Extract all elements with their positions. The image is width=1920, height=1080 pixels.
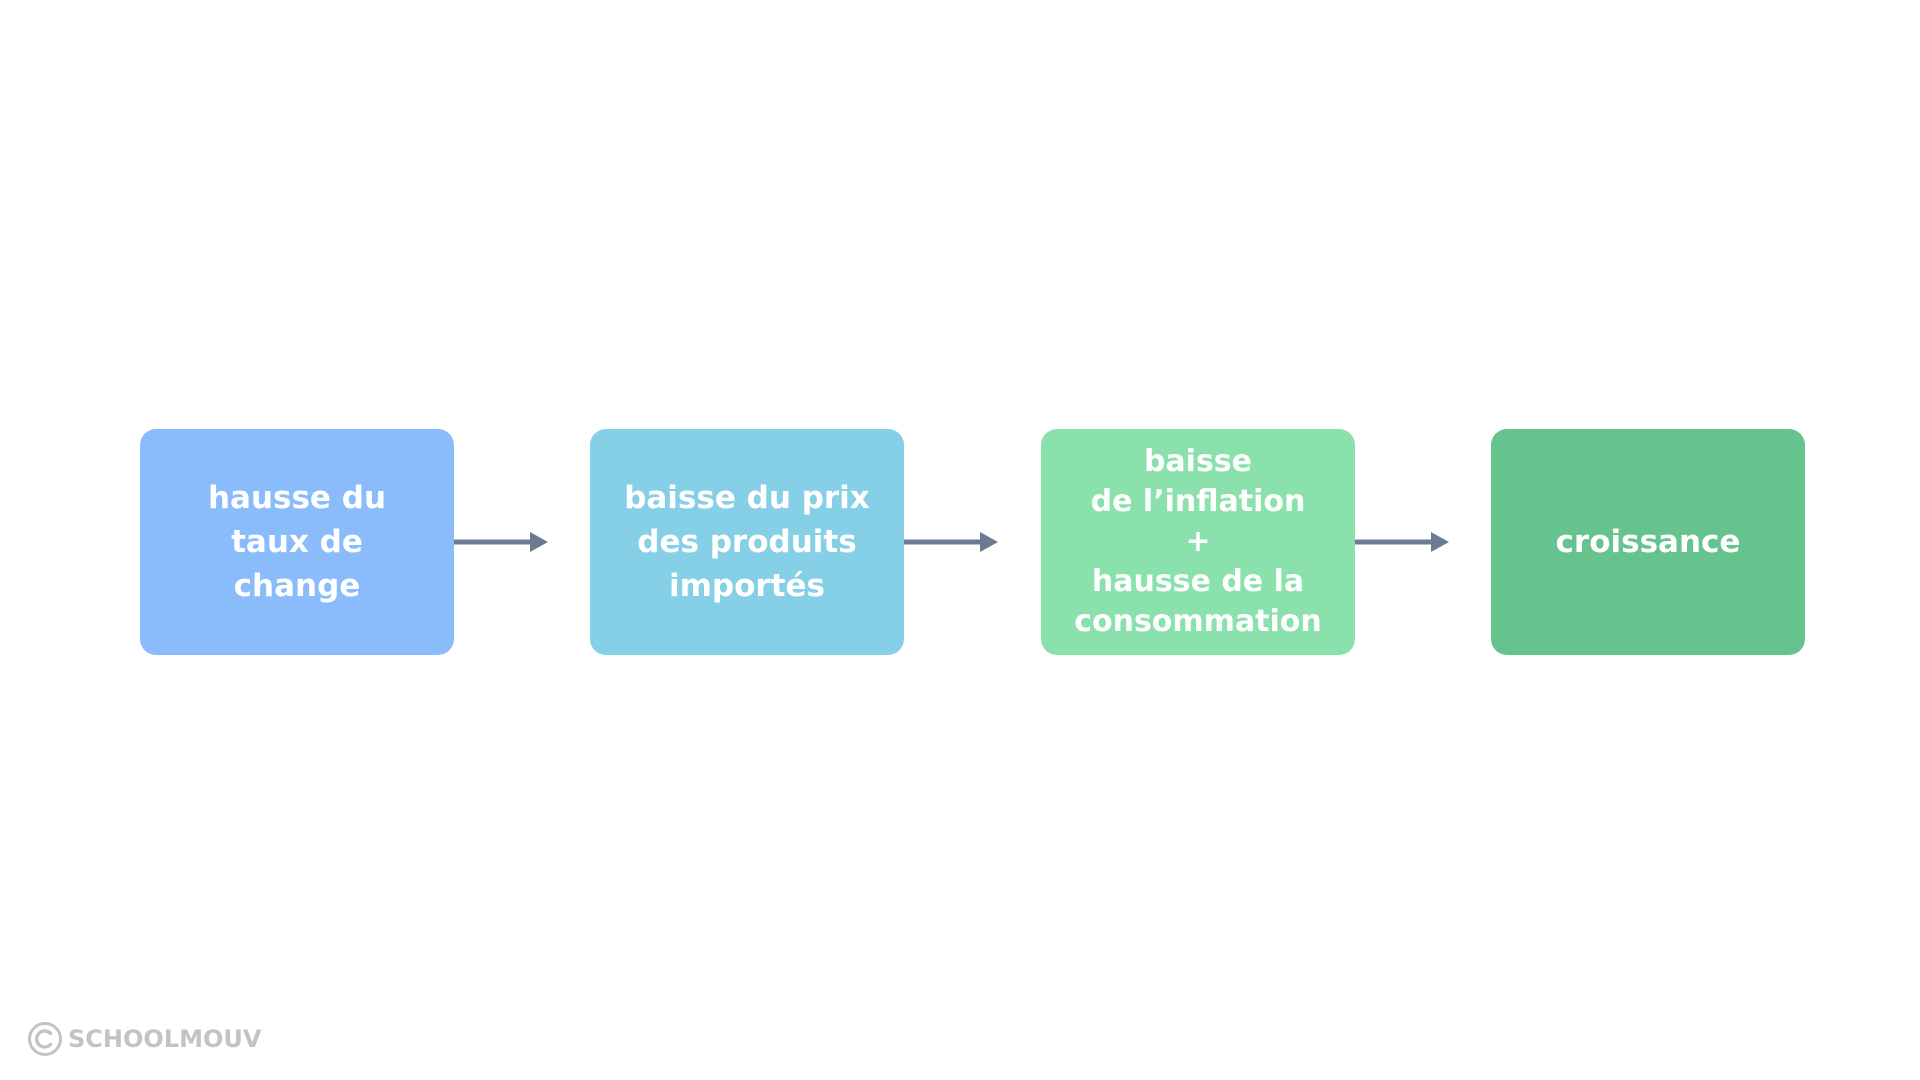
step-box-hausse-taux-de-change: hausse du taux de change <box>140 429 454 655</box>
step-label: hausse du taux de change <box>207 480 387 604</box>
copyright-icon <box>28 1022 62 1056</box>
arrow-icon <box>904 532 998 552</box>
arrow-icon <box>1355 532 1449 552</box>
step-label: croissance <box>1555 524 1741 560</box>
step-label: baisse du prix des produits importés <box>624 480 870 604</box>
step-box-baisse-inflation-hausse-consommation: baisse de l’inflation + hausse de la con… <box>1041 429 1355 655</box>
schoolmouv-logo: SCHOOLMOUV <box>27 1020 261 1058</box>
arrow-icon <box>454 532 548 552</box>
step-box-croissance: croissance <box>1491 429 1805 655</box>
step-label: baisse de l’inflation + hausse de la con… <box>1074 444 1322 639</box>
step-box-baisse-prix-produits-importes: baisse du prix des produits importés <box>590 429 904 655</box>
logo-text: SCHOOLMOUV <box>68 1025 262 1053</box>
